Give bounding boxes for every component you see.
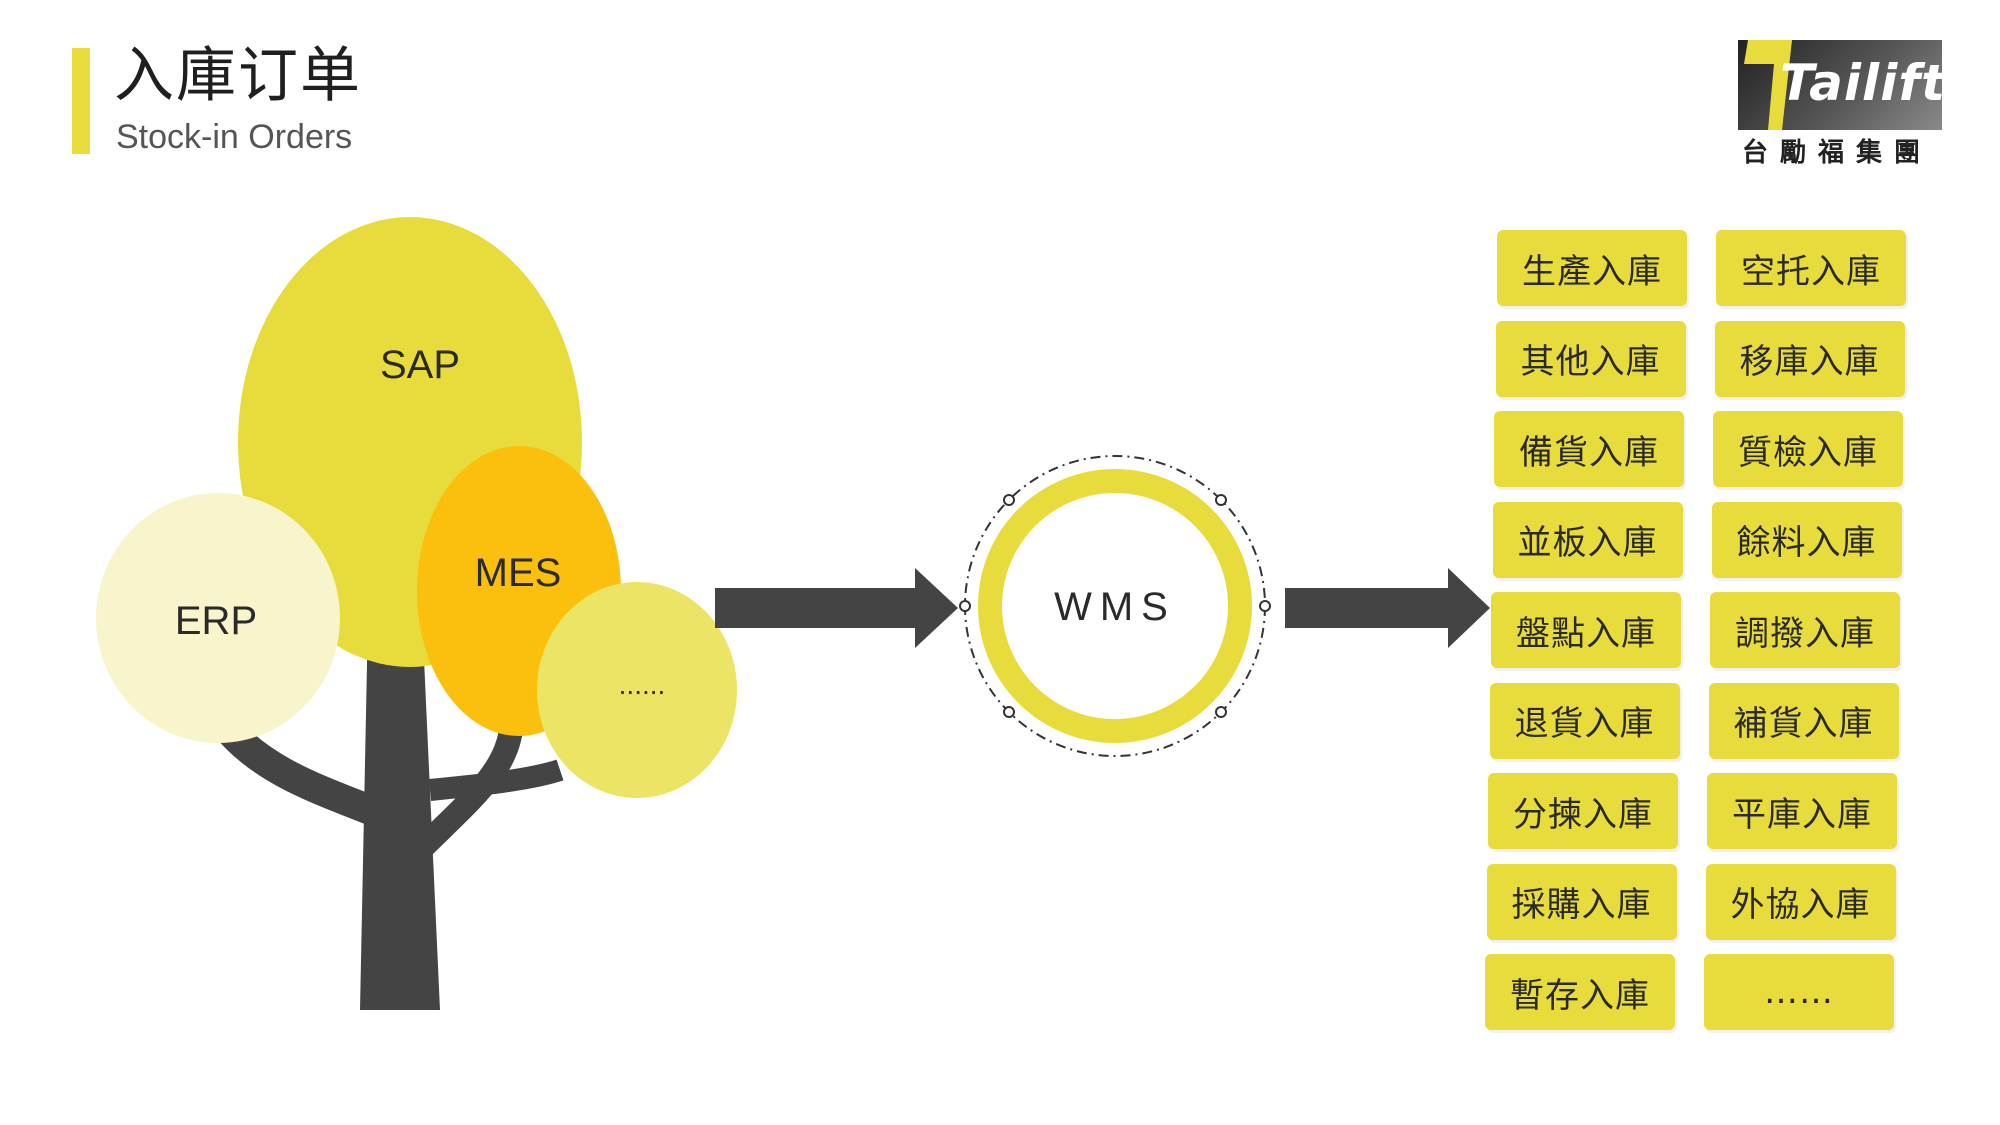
wms-node: WMS bbox=[959, 455, 1271, 757]
order-type-item: 其他入庫 bbox=[1495, 320, 1686, 397]
sap-label: SAP bbox=[380, 343, 460, 387]
logo-brand: Tailift bbox=[1780, 54, 1946, 112]
order-type-item: 空托入庫 bbox=[1716, 230, 1906, 306]
arrow-to-wms-icon bbox=[715, 568, 958, 648]
logo-mark-icon bbox=[1744, 40, 1792, 130]
logo-badge: Tailift bbox=[1738, 40, 1945, 130]
order-type-item: 備貨入庫 bbox=[1494, 411, 1684, 487]
arrow-to-orders-icon bbox=[1285, 568, 1490, 648]
order-type-item: 生產入庫 bbox=[1497, 230, 1687, 306]
logo-chinese-name: 台勵福集團 bbox=[1742, 138, 1933, 168]
title-accent-bar bbox=[72, 48, 90, 154]
order-type-item: 移庫入庫 bbox=[1714, 320, 1905, 397]
order-type-item: 餘料入庫 bbox=[1711, 501, 1902, 578]
order-type-item: 並板入庫 bbox=[1492, 501, 1683, 578]
erp-label: ERP bbox=[175, 599, 257, 643]
order-type-item: 暫存入庫 bbox=[1485, 954, 1675, 1030]
page-title: 入庫订单 bbox=[114, 41, 362, 111]
more-leaf bbox=[537, 582, 737, 798]
wms-label: WMS bbox=[1054, 585, 1176, 629]
wms-yellow-ring bbox=[978, 469, 1252, 743]
order-type-item: 質檢入庫 bbox=[1713, 411, 1903, 487]
order-type-item: 退貨入庫 bbox=[1489, 682, 1680, 759]
order-type-item: 平庫入庫 bbox=[1707, 773, 1897, 849]
order-type-item: 外協入庫 bbox=[1705, 863, 1896, 940]
order-type-item: 調撥入庫 bbox=[1710, 592, 1900, 668]
order-type-item: 採購入庫 bbox=[1486, 863, 1677, 940]
erp-leaf bbox=[96, 493, 340, 743]
order-type-item: 補貨入庫 bbox=[1708, 682, 1899, 759]
order-type-item: 分揀入庫 bbox=[1488, 773, 1678, 849]
order-type-item: …… bbox=[1704, 954, 1894, 1030]
mes-label: MES bbox=[475, 551, 562, 595]
company-logo: Tailift 台勵福集團 bbox=[1738, 40, 1945, 168]
page-subtitle: Stock-in Orders bbox=[116, 118, 353, 156]
more-label: ...... bbox=[619, 669, 666, 700]
order-type-item: 盤點入庫 bbox=[1491, 592, 1681, 668]
